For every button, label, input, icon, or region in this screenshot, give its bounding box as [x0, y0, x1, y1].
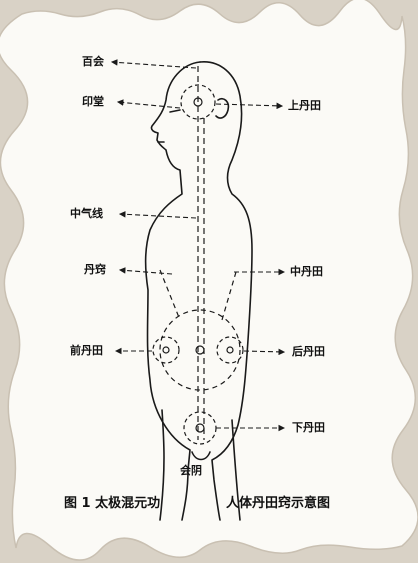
middle-dantian-circle: [159, 309, 241, 391]
label-zhongqixian: 中气线: [70, 207, 103, 220]
label-zhong-dantian: 中丹田: [290, 265, 323, 278]
arrow-shang-dantian: [215, 102, 284, 110]
label-danqiao: 丹窍: [84, 263, 106, 276]
upper-dantian-circle: [180, 84, 216, 120]
leg-right: [231, 419, 241, 521]
eye: [169, 109, 181, 113]
label-shang-dantian: 上丹田: [288, 99, 321, 112]
label-hou-dantian: 后丹田: [292, 345, 325, 358]
arrow-danqiao: [118, 267, 173, 275]
back-dantian-center: [226, 346, 234, 354]
figure-caption-title: 人体丹田窍示意图: [226, 496, 331, 511]
label-xia-dantian: 下丹田: [292, 421, 325, 434]
back-dantian-circle: [216, 336, 244, 364]
label-baihui: 百会: [82, 55, 104, 68]
leg-left: [159, 409, 165, 521]
lower-dantian-center: [195, 423, 205, 433]
label-huiyin: 会阴: [180, 464, 202, 477]
label-qian-dantian: 前丹田: [70, 344, 103, 357]
figure-caption-number: 图 1 太极混元功: [64, 496, 161, 511]
body-outline-right: [199, 61, 253, 521]
body-outline-left: [144, 61, 201, 521]
middle-dantian-center: [195, 345, 205, 355]
arrow-yintang: [116, 99, 181, 109]
crotch: [191, 451, 211, 461]
arrow-baihui: [110, 59, 197, 69]
ear: [215, 97, 230, 119]
front-dantian-center: [162, 346, 170, 354]
front-dantian-circle: [152, 336, 180, 364]
label-yintang: 印堂: [82, 95, 104, 108]
arrow-hou-dantian: [243, 348, 286, 356]
arrow-zhongqixian: [118, 210, 197, 219]
upper-dantian-center: [193, 97, 203, 107]
